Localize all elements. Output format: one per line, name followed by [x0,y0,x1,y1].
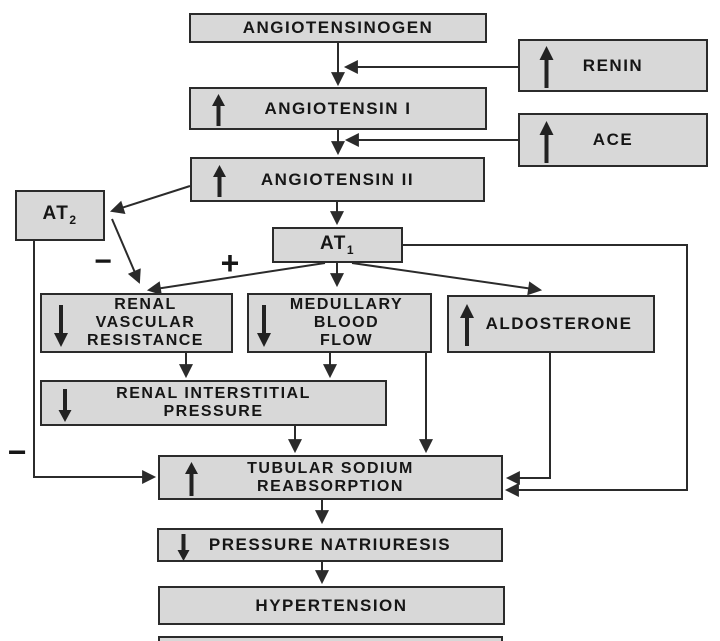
box-medullary-blood-flow: MEDULLARY BLOOD FLOW [247,293,432,353]
box-at1: AT1 [272,227,403,263]
box-tubular-sodium-reabsorption-label: TUBULAR SODIUM REABSORPTION [247,459,414,495]
down-arrow-icon [256,303,272,352]
partial-bottom-box [158,636,503,641]
minus-sign-feedback: − [7,434,27,470]
box-angiotensinogen: ANGIOTENSINOGEN [189,13,487,43]
box-aldosterone-label: ALDOSTERONE [485,314,633,334]
box-ace-label: ACE [592,130,634,150]
box-hypertension: HYPERTENSION [158,586,505,625]
up-arrow-icon [538,46,555,94]
up-arrow-icon [459,304,475,352]
up-arrow-icon [184,462,199,502]
down-arrow-icon [177,533,190,566]
box-renin: RENIN [518,39,708,92]
minus-sign: − [94,245,112,278]
box-pressure-natriuresis: PRESSURE NATRIURESIS [157,528,503,562]
box-renal-vascular-resistance: RENAL VASCULAR RESISTANCE [40,293,233,353]
box-renin-label: RENIN [582,55,644,75]
down-arrow-icon [58,388,72,427]
box-renal-interstitial-pressure: RENAL INTERSTITIAL PRESSURE [40,380,387,426]
box-renal-vascular-resistance-label: RENAL VASCULAR RESISTANCE [87,296,204,349]
up-arrow-icon [212,165,227,203]
box-renal-interstitial-pressure-label: RENAL INTERSTITIAL PRESSURE [116,385,311,420]
box-angiotensin-i: ANGIOTENSIN I [189,87,487,130]
arrow-angiotensin-ii-to-at2 [110,185,191,215]
box-tubular-sodium-reabsorption: TUBULAR SODIUM REABSORPTION [158,455,503,500]
box-angiotensin-ii: ANGIOTENSIN II [190,157,485,202]
arrow-aldosterone-to-tubular-sodium-reabsorption [505,353,551,485]
up-arrow-icon [538,121,555,169]
box-medullary-blood-flow-label: MEDULLARY BLOOD FLOW [289,296,404,349]
arrow-at1-to-tubular-sodium-reabsorption [403,244,688,497]
box-angiotensinogen-label: ANGIOTENSINOGEN [242,18,434,38]
box-angiotensin-i-label: ANGIOTENSIN I [264,98,412,118]
arrow-at1-to-aldosterone [351,262,543,296]
plus-sign: + [220,245,240,281]
box-at2: AT2 [15,190,105,241]
box-at1-label: AT1 [319,232,356,257]
box-at2-label: AT2 [42,203,78,228]
box-pressure-natriuresis-label: PRESSURE NATRIURESIS [208,535,452,555]
box-ace: ACE [518,113,708,167]
up-arrow-icon [211,94,226,132]
box-angiotensin-ii-label: ANGIOTENSIN II [260,169,415,189]
box-aldosterone: ALDOSTERONE [447,295,655,353]
down-arrow-icon [53,303,69,352]
box-hypertension-label: HYPERTENSION [255,595,408,615]
